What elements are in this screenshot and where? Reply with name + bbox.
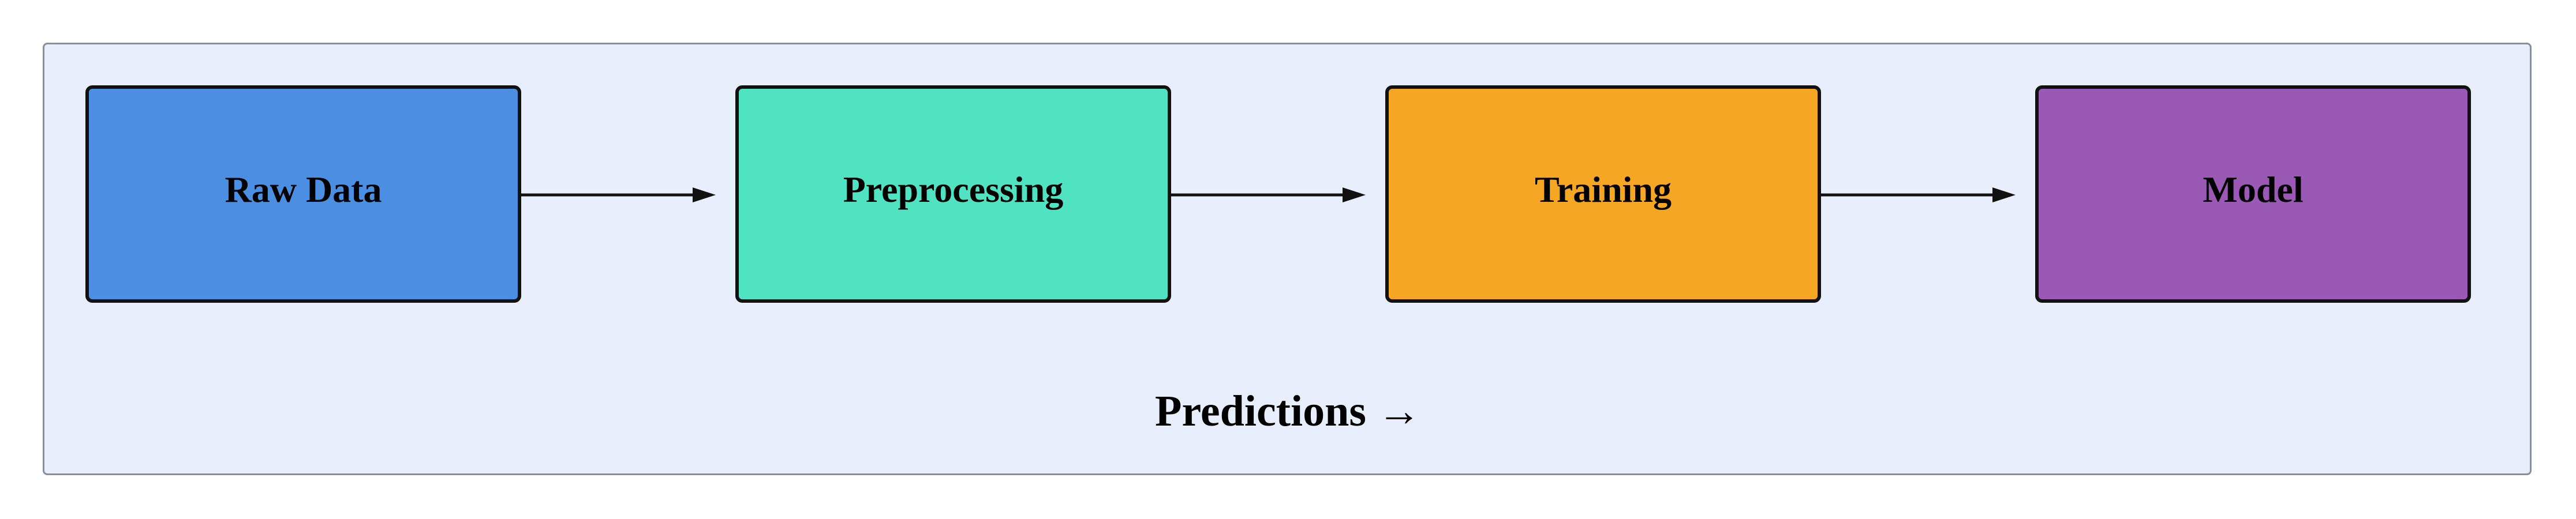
node-label: Training [1534,168,1672,210]
predictions-label: Predictions → [1155,387,1421,435]
node-label: Raw Data [225,168,382,210]
node-preprocessing: Preprocessing [735,85,1171,303]
node-model: Model [2035,85,2471,303]
node-training: Training [1385,85,1821,303]
node-label: Model [2203,168,2304,210]
node-raw-data: Raw Data [85,85,521,303]
node-label: Preprocessing [843,168,1064,210]
